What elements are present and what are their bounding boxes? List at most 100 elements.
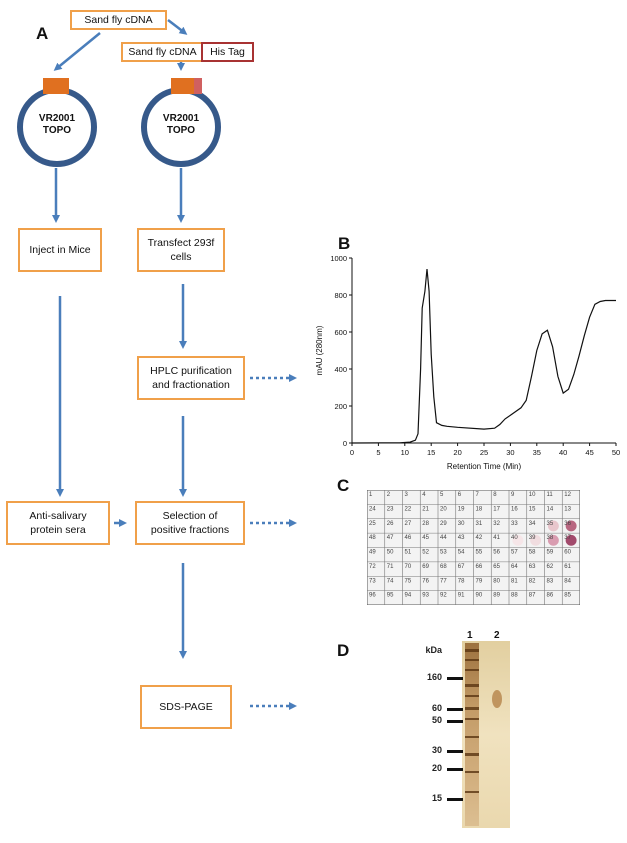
well-number: 36 (564, 521, 571, 527)
well-number: 14 (547, 506, 554, 512)
well-number: 56 (493, 550, 500, 556)
well-number: 62 (547, 564, 554, 570)
well-number: 31 (476, 521, 483, 527)
well-number: 61 (564, 564, 571, 570)
well-number: 89 (493, 593, 500, 599)
y-tick-label: 200 (334, 402, 347, 411)
marker-20-tick (447, 768, 463, 771)
well-number: 59 (547, 550, 554, 556)
marker-15-tick (447, 798, 463, 801)
well-number: 42 (476, 535, 483, 541)
well-number: 58 (529, 550, 536, 556)
well-number: 10 (529, 492, 536, 498)
well-number: 85 (564, 593, 571, 599)
well-number: 57 (511, 550, 518, 556)
well-number: 19 (458, 506, 465, 512)
x-tick-label: 15 (427, 448, 435, 457)
well-number: 75 (405, 578, 412, 584)
well-number: 11 (547, 492, 554, 498)
well-number: 4 (422, 492, 426, 498)
gel-kda-label: kDa (425, 645, 442, 655)
well-number: 77 (440, 578, 447, 584)
well-number: 91 (458, 593, 465, 599)
well-number: 32 (493, 521, 500, 527)
marker-60-tick (447, 708, 463, 711)
positive-well (565, 520, 577, 532)
transfect-cells-box: Transfect 293f cells (137, 228, 225, 272)
well-number: 5 (440, 492, 444, 498)
well-number: 15 (529, 506, 536, 512)
well-number: 28 (422, 521, 429, 527)
well-number: 87 (529, 593, 536, 599)
well-number: 8 (493, 492, 497, 498)
y-tick-label: 800 (334, 291, 347, 300)
well-number: 22 (405, 506, 412, 512)
well-number: 37 (564, 535, 571, 541)
well-number: 93 (422, 593, 429, 599)
well-number: 90 (476, 593, 483, 599)
x-tick-label: 20 (453, 448, 461, 457)
well-number: 29 (440, 521, 447, 527)
well-number: 67 (458, 564, 465, 570)
his-tag-box: His Tag (201, 42, 254, 62)
x-tick-label: 45 (585, 448, 593, 457)
y-tick-label: 0 (343, 439, 347, 448)
well-number: 80 (493, 578, 500, 584)
y-tick-label: 600 (334, 328, 347, 337)
well-number: 3 (405, 492, 409, 498)
arrow-cdna-to-histag (167, 19, 188, 35)
positive-well (512, 534, 524, 546)
marker-30-tick (447, 750, 463, 753)
well-number: 71 (387, 564, 394, 570)
well-number: 12 (564, 492, 571, 498)
well-number: 63 (529, 564, 536, 570)
well-number: 74 (387, 578, 394, 584)
positive-well (530, 534, 542, 546)
well-number: 16 (511, 506, 518, 512)
x-tick-label: 25 (480, 448, 488, 457)
hplc-box: HPLC purification and fractionation (137, 356, 245, 400)
plasmid-left-line1: VR2001 (38, 113, 76, 124)
well-number: 60 (564, 550, 571, 556)
panel-label-c: C (337, 476, 350, 495)
well-number: 45 (422, 535, 429, 541)
well-number: 7 (476, 492, 480, 498)
y-axis-title: mAU (280nm) (315, 325, 324, 375)
x-axis-title: Retention Time (Min) (447, 462, 522, 471)
well-number: 43 (458, 535, 465, 541)
well-number: 50 (387, 550, 394, 556)
well-number: 38 (547, 535, 554, 541)
x-tick-label: 5 (376, 448, 380, 457)
series-line (351, 269, 616, 444)
sds-page-box: SDS-PAGE (140, 685, 232, 729)
plasmid-left-label: VR2001 TOPO (27, 113, 87, 137)
well-number: 53 (440, 550, 447, 556)
well-number: 9 (511, 492, 515, 498)
marker-160-label: 160 (426, 672, 442, 682)
well-number: 26 (387, 521, 394, 527)
well-number: 6 (458, 492, 462, 498)
well-number: 23 (387, 506, 394, 512)
anti-salivary-sera-box: Anti-salivary protein sera (6, 501, 110, 545)
well-number: 41 (493, 535, 500, 541)
cdna-box-top: Sand fly cDNA (70, 10, 167, 30)
well-number: 65 (493, 564, 500, 570)
well-number: 1 (369, 492, 373, 498)
plasmid-left-line2: TOPO (42, 125, 72, 136)
arrow-cdna-to-plasmid1 (53, 32, 101, 71)
gel-lane-1-label: 1 (467, 630, 473, 641)
well-number: 79 (476, 578, 483, 584)
marker-50-tick (447, 720, 463, 723)
cdna-box-second: Sand fly cDNA (121, 42, 202, 62)
marker-20-label: 20 (431, 763, 442, 773)
x-tick-label: 10 (401, 448, 409, 457)
positive-well (547, 534, 559, 546)
well-number: 54 (458, 550, 465, 556)
well-number: 48 (369, 535, 376, 541)
positive-well (565, 534, 577, 546)
well-number: 18 (476, 506, 483, 512)
well-number: 46 (405, 535, 412, 541)
well-number: 72 (369, 564, 376, 570)
